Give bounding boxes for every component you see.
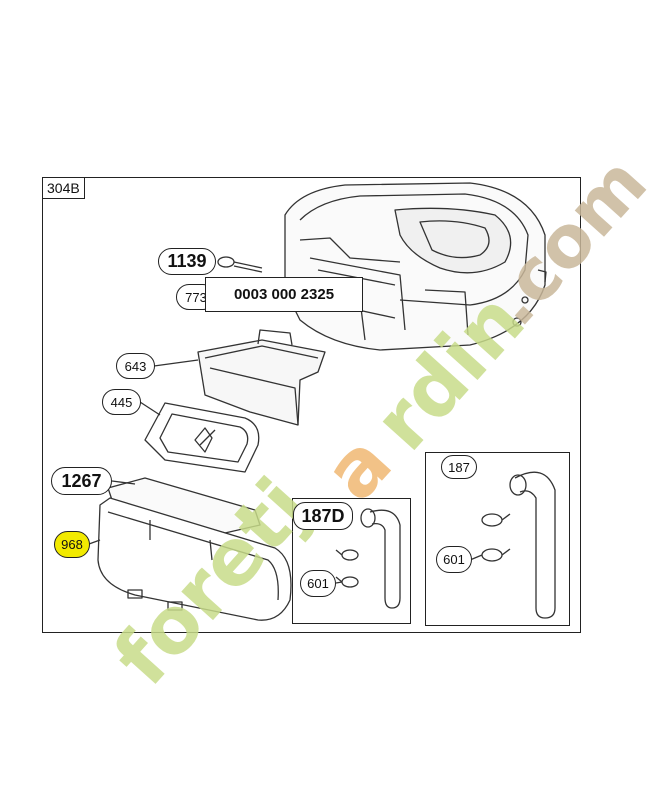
callout-643: 643 (116, 353, 155, 379)
leader-643 (153, 359, 199, 367)
leader-1267 (111, 480, 136, 485)
main-frame (42, 177, 581, 633)
filter-cartridge-drawing (144, 402, 260, 473)
leader-601b (469, 554, 483, 561)
pre-cleaner-drawing (197, 329, 326, 426)
callout-601-large-kit: 601 (436, 546, 472, 573)
callout-1267: 1267 (51, 467, 112, 495)
part-number-box: 0003 000 2325 (205, 277, 363, 312)
leader-445 (139, 401, 161, 416)
callout-187: 187 (441, 455, 477, 479)
bolt-drawing (217, 256, 263, 273)
callout-187d: 187D (293, 502, 353, 530)
callout-601-small-kit: 601 (300, 570, 336, 597)
callout-445: 445 (102, 389, 141, 415)
section-label: 304B (43, 178, 85, 199)
air-filter-cover-drawing (97, 477, 292, 621)
leader-968 (88, 539, 101, 545)
kit-frame-187d (292, 498, 411, 624)
callout-1139: 1139 (158, 248, 216, 275)
leader-601a (335, 581, 343, 584)
kit-frame-187 (425, 452, 570, 626)
breather-hose-small-drawing (360, 508, 401, 609)
breather-hose-large-drawing (509, 471, 556, 619)
hose-clamps-large-drawing (481, 513, 511, 562)
hose-clamps-small-drawing (335, 549, 359, 588)
callout-968: 968 (54, 531, 90, 558)
